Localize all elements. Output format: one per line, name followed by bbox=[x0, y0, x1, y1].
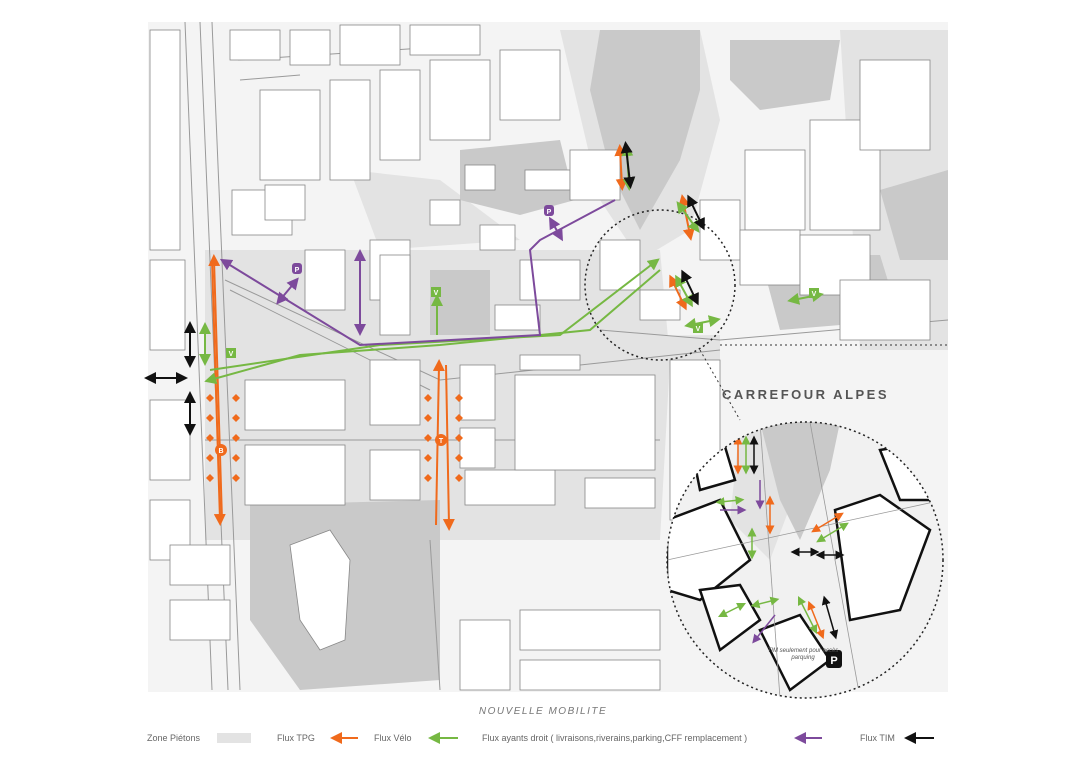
svg-text:T: T bbox=[439, 438, 444, 445]
legend-label-pedestrian: Zone Piétons bbox=[147, 733, 201, 743]
base-map bbox=[148, 22, 948, 692]
tim-flows bbox=[144, 141, 705, 436]
station-icons: T B V V V V P P bbox=[215, 205, 819, 456]
legend-label-tpg: Flux TPG bbox=[277, 733, 315, 743]
svg-text:P: P bbox=[295, 267, 300, 274]
bike-station-icon: V bbox=[431, 287, 441, 297]
svg-text:V: V bbox=[696, 326, 701, 333]
bus-station-icon: B bbox=[215, 444, 227, 456]
bike-station-icon: V bbox=[226, 348, 236, 358]
parking-icon: P bbox=[292, 263, 302, 274]
tpg-stop-markers bbox=[206, 394, 463, 482]
legend-label-tim: Flux TIM bbox=[860, 733, 895, 743]
legend-label-velo: Flux Vélo bbox=[374, 733, 412, 743]
ayants-droit-flows bbox=[219, 199, 616, 347]
svg-text:V: V bbox=[434, 290, 439, 297]
carrefour-alpes-title: CARREFOUR ALPES bbox=[722, 387, 890, 402]
svg-text:B: B bbox=[218, 448, 223, 455]
parking-icon: P bbox=[826, 650, 842, 668]
svg-text:P: P bbox=[547, 209, 552, 216]
legend-pedestrian-swatch bbox=[217, 733, 251, 743]
legend-symbols bbox=[217, 732, 934, 744]
carrefour-focus-circle bbox=[584, 209, 736, 361]
buildings bbox=[149, 24, 931, 691]
svg-text:V: V bbox=[812, 291, 817, 298]
svg-text:V: V bbox=[229, 351, 234, 358]
inset-note: TIM seulement pour accès parquing bbox=[767, 648, 839, 661]
legend-label-ayants-droit: Flux ayants droit ( livraisons,riverains… bbox=[482, 733, 748, 743]
tpg-flows bbox=[208, 144, 695, 531]
bike-station-icon: V bbox=[809, 288, 819, 298]
svg-text:P: P bbox=[830, 655, 837, 667]
parking-icon: P bbox=[544, 205, 554, 216]
tram-station-icon: T bbox=[435, 434, 447, 446]
map-caption: NOUVELLE MOBILITE bbox=[478, 706, 608, 717]
bike-station-icon: V bbox=[693, 323, 703, 333]
